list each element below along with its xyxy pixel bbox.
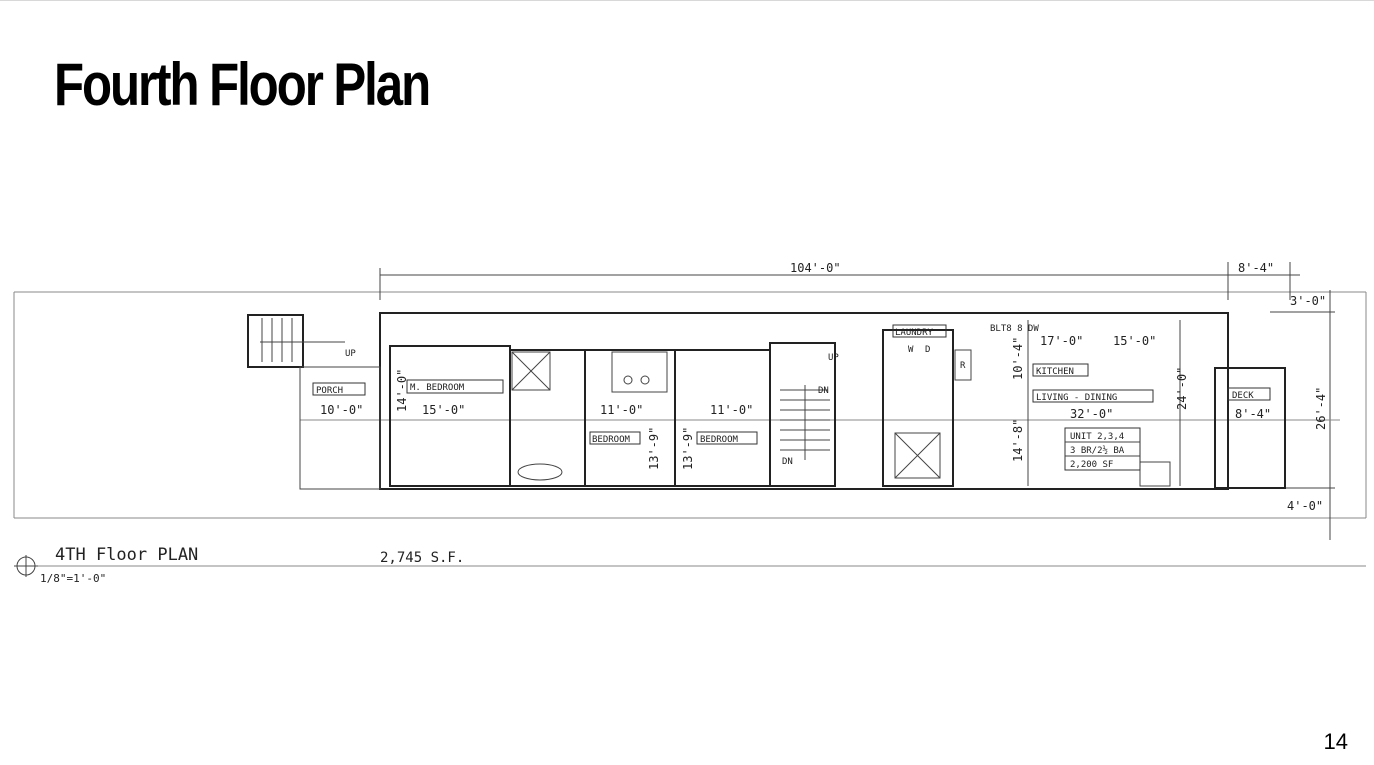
unit-area: 2,200 SF (1070, 460, 1113, 470)
dimension-label: 11'-0" (600, 403, 643, 417)
label-washer: W (908, 345, 914, 355)
unit-number: UNIT 2,3,4 (1070, 432, 1124, 442)
dimension-label: 3'-0" (1290, 294, 1326, 308)
room-labels: PORCH M. BEDROOM BEDROOM BEDROOM LAUNDRY… (312, 324, 1271, 467)
unit-info-box: UNIT 2,3,4 3 BR/2½ BA 2,200 SF (1064, 427, 1141, 471)
label-refrigerator: R (960, 361, 966, 371)
caption-scale: 1/8"=1'-0" (40, 572, 106, 585)
dimension-label: 32'-0" (1070, 407, 1113, 421)
label-porch: PORCH (316, 386, 343, 396)
dimension-label: 24'-0" (1175, 367, 1189, 410)
caption-area: 2,745 S.F. (380, 550, 464, 566)
dimension-label: 13'-9" (681, 427, 695, 470)
dimension-label: 15'-0" (422, 403, 465, 417)
dimension-label: 13'-9" (647, 427, 661, 470)
page-number: 14 (1323, 729, 1348, 754)
dimension-label: 11'-0" (710, 403, 753, 417)
dimension-label: 26'-4" (1314, 387, 1328, 430)
dimension-label: 10'-0" (320, 403, 363, 417)
label-deck: DECK (1232, 391, 1254, 401)
label-up-1: UP (345, 349, 356, 359)
label-up-2: UP (828, 353, 839, 363)
dimension-label: 14'-0" (395, 369, 409, 412)
label-living-dining: LIVING - DINING (1036, 393, 1117, 403)
dimension-label: 4'-0" (1287, 499, 1323, 513)
dimension-label: 104'-0" (790, 261, 841, 275)
label-dn-2: DN (782, 457, 793, 467)
label-master-bedroom: M. BEDROOM (410, 383, 465, 393)
dimension-label: 14'-8" (1011, 419, 1025, 462)
label-bedroom-2: BEDROOM (592, 435, 631, 445)
top-border (0, 0, 1374, 1)
slide-title: Fourth Floor Plan (54, 51, 431, 118)
label-kitchen: KITCHEN (1036, 367, 1074, 377)
dimension-label: 10'-4" (1011, 337, 1025, 380)
caption-title: 4TH Floor PLAN (55, 545, 198, 565)
dimension-label: 17'-0" (1040, 334, 1083, 348)
stair-treads (780, 385, 830, 460)
dimension-label: 8'-4" (1238, 261, 1274, 275)
label-appliances: BLT8 8 DW (990, 324, 1039, 334)
label-dn-1: DN (818, 386, 829, 396)
label-bedroom-3: BEDROOM (700, 435, 739, 445)
dimension-label: 15'-0" (1113, 334, 1156, 348)
plan-caption: 4TH Floor PLAN 1/8"=1'-0" 2,745 S.F. (14, 545, 464, 585)
unit-rooms: 3 BR/2½ BA (1070, 445, 1125, 456)
dimension-lines (13, 262, 1367, 567)
exterior-stair (247, 314, 381, 490)
dimension-label: 8'-4" (1235, 407, 1271, 421)
label-dryer: D (925, 345, 930, 355)
dimension-labels: 104'-0" 8'-4" 3'-0" 26'-4" 4'-0" 10'-0" … (320, 261, 1328, 513)
label-laundry: LAUNDRY (895, 328, 934, 338)
